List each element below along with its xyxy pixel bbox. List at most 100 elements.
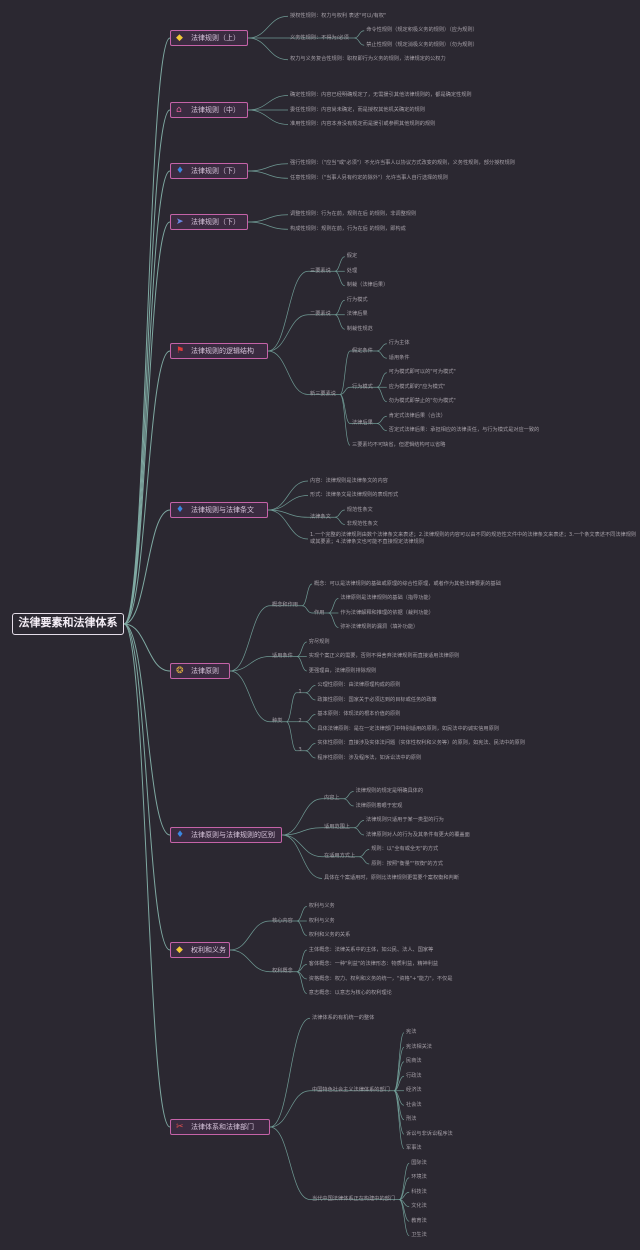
topic-node[interactable]: 作用	[314, 609, 325, 616]
topic-node[interactable]: 命令性规则（规定积极义务的规则）（应为规则）	[366, 27, 478, 34]
topic-node[interactable]: 强行性规则：（"应当"或"必须"）不允许当事人以协议方式改变的规则，义务性规则，…	[290, 160, 515, 167]
topic-node[interactable]: 军事法	[406, 1145, 422, 1152]
topic-node[interactable]: 实体性原则：直接涉及实体法问题（实体性权利和义务等）的原则，如宪法、民法中的原则	[317, 740, 525, 746]
topic-node[interactable]: 委任性规则：内容尚未确定，而是授权其他机关确定的规则	[290, 106, 425, 113]
topic-node[interactable]: 基本原则：体现法的根本价值的原则	[317, 711, 401, 717]
topic-node[interactable]: 当代中国法律体系正在构建中的部门	[312, 1196, 396, 1202]
topic-node[interactable]: 法律原则是法律规则的基础（指导功能）	[340, 595, 434, 601]
topic-node[interactable]: 肯定式法律后果（合法）	[388, 412, 446, 419]
topic-node[interactable]: 权利概念	[272, 968, 293, 975]
topic-node[interactable]: 任意性规则：（"当事人另有约定的除外"）允许当事人自行选择的规则	[290, 174, 448, 181]
topic-node[interactable]: 公理性原则：由法律原理构成的原则	[317, 682, 401, 688]
topic-node[interactable]: 法律后果	[346, 311, 368, 318]
topic-node[interactable]: 卫生法	[411, 1232, 427, 1239]
topic-node[interactable]: 原则：按照"衡量""权衡"的方式	[371, 860, 443, 867]
topic-node[interactable]: 三要素说	[310, 267, 331, 274]
topic-node[interactable]: 概念：可以是法律规则的基础或原理的综合性原理，或者作为其他法律要素的基础	[314, 580, 501, 587]
topic-node[interactable]: 主体概念：法律关系中的主体，如公民、法人、国家等	[308, 946, 434, 953]
topic-node[interactable]: 3	[298, 747, 302, 754]
topic-node[interactable]: 形式：法律条文是法律规则的表现形式	[310, 492, 399, 498]
topic-node[interactable]: 法律原则着眼于宏观	[355, 802, 403, 809]
topic-node[interactable]: 1.一个完整的法律规则由数个法律条文来表述；2.法律规则的内容可以由不同的规范性…	[310, 532, 637, 545]
topic-node[interactable]: 法律体系的有机统一的整体	[312, 1014, 375, 1021]
topic-node[interactable]: 勿为模式即禁止的"勿为模式"	[388, 398, 456, 405]
topic-node[interactable]: 弥补法律规则的漏洞（填补功能）	[340, 624, 419, 630]
category-node[interactable]: ♦法律规则与法律条文	[170, 502, 268, 518]
topic-node[interactable]: 三要素均不可缺省，但逻辑结构可以省略	[352, 441, 446, 448]
topic-node[interactable]: 具体在个案适用时，原则比法律规则更需要个案权衡和判断	[324, 875, 459, 881]
topic-node[interactable]: 法律条文	[310, 513, 331, 520]
topic-node[interactable]: 规范性条文	[346, 506, 373, 513]
topic-node[interactable]: 程序性原则：涉及程序法，如诉讼法中的原则	[317, 754, 422, 761]
topic-node[interactable]: 民商法	[406, 1058, 422, 1065]
topic-node[interactable]: 确定性规则：内容已经明确规定了，无需援引其他法律规则的，都是确定性规则	[290, 92, 472, 98]
topic-node[interactable]: 可为模式即可以的"可为模式"	[388, 369, 456, 376]
topic-node[interactable]: 否定式法律后果：承担相应的法律责任，与行为模式是对应一致的	[388, 427, 540, 434]
topic-node[interactable]: 核心内容	[272, 917, 293, 924]
topic-node[interactable]: 具体法律原则：是在一定法律部门中特别适用的原则，如民法中的诚实信用原则	[317, 725, 499, 732]
topic-node[interactable]: 概念和作用	[272, 602, 298, 609]
root-node[interactable]: 法律要素和法律体系	[12, 613, 124, 635]
topic-node[interactable]: 1	[298, 689, 302, 696]
category-node[interactable]: ➤法律规则（下）	[170, 214, 248, 230]
category-node[interactable]: ◆权利和义务	[170, 942, 230, 958]
topic-node[interactable]: 作为法律解释和推理的依据（裁判功能）	[340, 609, 434, 616]
topic-node[interactable]: 刑法	[406, 1116, 417, 1123]
topic-node[interactable]: 调整性规则：行为在前，规则在后 的规则，非调整规则	[290, 211, 417, 218]
topic-node[interactable]: 法律规则只适用于某一类型的行为	[366, 817, 444, 823]
topic-node[interactable]: 构成性规则：规则在前，行为在后 的规则，即构成	[290, 225, 406, 232]
topic-node[interactable]: 诉讼与非诉讼程序法	[406, 1130, 453, 1137]
topic-node[interactable]: 新三要素说	[310, 391, 336, 397]
topic-node[interactable]: 法律后果	[352, 420, 373, 426]
topic-node[interactable]: 穷尽规则	[308, 638, 330, 645]
topic-node[interactable]: 内容上	[324, 795, 340, 802]
topic-node[interactable]: 国际法	[411, 1159, 427, 1166]
topic-node[interactable]: 中国特色社会主义法律体系的部门	[312, 1087, 390, 1094]
category-node[interactable]: ♦法律规则（下）	[170, 163, 248, 179]
topic-node[interactable]: 处理	[346, 267, 358, 274]
topic-node[interactable]: 应为模式即的"应为模式"	[388, 383, 446, 390]
topic-node[interactable]: 制裁（法律后果）	[346, 282, 389, 289]
topic-node[interactable]: 权利和义务的关系	[308, 932, 351, 938]
topic-node[interactable]: 宪法	[406, 1029, 417, 1036]
topic-node[interactable]: 资格概念：权力、权利和义务的统一，"资格"+"能力"，不仅是	[308, 975, 453, 982]
topic-node[interactable]: 文化法	[411, 1203, 427, 1210]
topic-node[interactable]: 权利与义务	[308, 917, 335, 924]
topic-node[interactable]: 禁止性规则（规定消极义务的规则）（勿为规则）	[366, 41, 478, 48]
topic-node[interactable]: 意志概念：以意志为核心的权利理论	[308, 990, 392, 996]
topic-node[interactable]: 实现个案正义的需要，否则不得舍弃法律规则而直接适用法律原则	[308, 653, 460, 659]
topic-node[interactable]: 二要素说	[310, 311, 331, 318]
topic-node[interactable]: 假定	[346, 253, 358, 260]
topic-node[interactable]: 教育法	[411, 1217, 427, 1224]
topic-node[interactable]: 宪法相关法	[406, 1043, 432, 1050]
topic-node[interactable]: 行为模式	[352, 383, 373, 390]
topic-node[interactable]: 非规范性条文	[346, 521, 378, 527]
category-node[interactable]: ✂法律体系和法律部门	[170, 1119, 270, 1135]
topic-node[interactable]: 义务性规则：不得为/必须	[290, 34, 349, 41]
topic-node[interactable]: 权力与义务复合性规则：职权即行为义务的规则，法律规定的公权力	[290, 56, 446, 63]
topic-node[interactable]: 规则：以"全有或全无"的方式	[371, 846, 439, 852]
topic-node[interactable]: 环境法	[411, 1174, 427, 1181]
topic-node[interactable]: 科技法	[411, 1188, 427, 1195]
topic-node[interactable]: 法律规则的规定是明确具体的	[355, 788, 424, 794]
topic-node[interactable]: 制裁性规范	[346, 325, 373, 332]
topic-node[interactable]: 内容：法律规则是法律条文的内容	[310, 477, 388, 484]
topic-node[interactable]: 授权性规则：权力与权利 表述"可以/有权"	[290, 12, 387, 19]
category-node[interactable]: ◆法律规则（上）	[170, 30, 248, 46]
category-node[interactable]: ♦法律原则与法律规则的区别	[170, 827, 282, 843]
topic-node[interactable]: 2	[298, 718, 302, 725]
topic-node[interactable]: 准用性规则：内容本身没有规定而是援引或参照其他规则的规则	[290, 121, 436, 127]
topic-node[interactable]: 客体概念：一种"利益"的法律形态：物质利益，精神利益	[308, 961, 439, 967]
topic-node[interactable]: 适用条件	[388, 354, 410, 361]
topic-node[interactable]: 法律原则对人的行为及其条件有更大的覆盖面	[366, 831, 470, 838]
topic-node[interactable]: 适用条件	[272, 653, 293, 659]
topic-node[interactable]: 行为主体	[388, 340, 410, 347]
topic-node[interactable]: 社会法	[406, 1101, 422, 1108]
topic-node[interactable]: 行为模式	[346, 296, 368, 303]
topic-node[interactable]: 行政法	[406, 1072, 422, 1079]
category-node[interactable]: ⌂法律规则（中）	[170, 102, 248, 118]
topic-node[interactable]: 权利与义务	[308, 903, 335, 909]
topic-node[interactable]: 假定条件	[352, 347, 373, 354]
category-node[interactable]: ❂法律原则	[170, 663, 230, 679]
topic-node[interactable]: 政策性原则：国家关于必须达到的目标或任务的政策	[317, 696, 437, 703]
